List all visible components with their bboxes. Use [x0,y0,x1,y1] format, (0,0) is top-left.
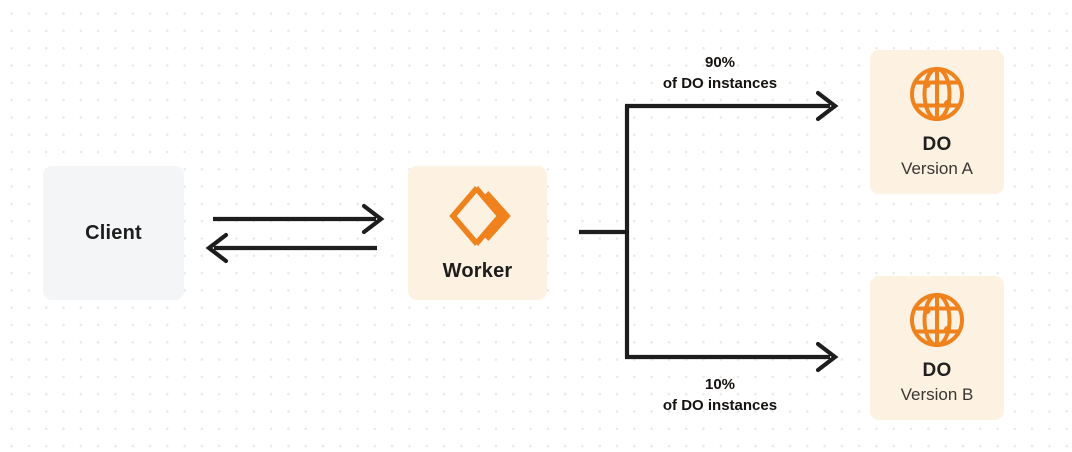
edge-label-do-b-description: of DO instances [662,397,778,415]
branch-trunk [579,105,630,358]
edge-label-do-b: 10% of DO instances [655,374,785,417]
arrow-worker-to-do-a [625,90,839,122]
node-worker-label: Worker [442,259,513,282]
arrow-worker-to-do-b [625,341,839,373]
edge-label-do-a-description: of DO instances [662,75,778,93]
node-client: Client [43,166,184,300]
node-do-version-b: DO Version B [870,276,1004,420]
edge-label-do-a-percent: 90% [704,54,736,71]
node-do-b-label: DO [922,360,952,381]
cloudflare-workers-icon [445,184,511,248]
edge-label-do-a: 90% of DO instances [655,52,785,95]
durable-object-globe-icon [908,291,966,349]
durable-object-globe-icon [908,65,966,123]
edge-label-do-b-percent: 10% [704,376,736,393]
arrow-worker-to-client [205,232,377,264]
node-do-b-version: Version B [900,385,974,404]
node-do-a-label: DO [922,134,952,155]
node-client-label: Client [85,221,142,244]
node-worker: Worker [408,166,547,300]
node-do-a-version: Version A [901,159,973,178]
node-do-version-a: DO Version A [870,50,1004,194]
arrow-client-to-worker [213,203,385,235]
